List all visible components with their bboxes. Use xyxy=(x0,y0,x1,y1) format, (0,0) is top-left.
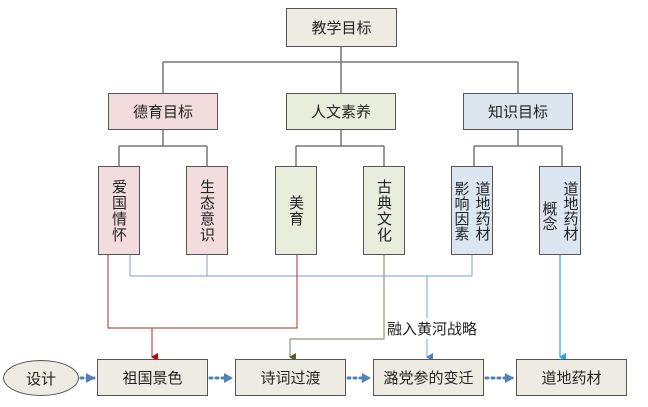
flow-start-label: 设计 xyxy=(25,369,56,388)
subgoal-label-line: 道地药材 xyxy=(561,180,580,241)
subgoal-node-ecology: 生态意识 xyxy=(186,166,228,255)
goal-node-moral: 德育目标 xyxy=(108,93,218,130)
subgoal-label-line: 影响因素 xyxy=(452,180,471,241)
flow-step-codonopsis: 潞党参的变迁 xyxy=(373,359,484,396)
goal-node-humanities: 人文素养 xyxy=(286,93,396,130)
subgoal-label-line: 道地药材 xyxy=(473,180,492,241)
flow-step-poetry: 诗词过渡 xyxy=(235,359,346,396)
goal-node-knowledge: 知识目标 xyxy=(463,93,573,130)
subgoal-node-patriotism: 爱国情怀 xyxy=(98,166,140,255)
subgoal-label: 美育 xyxy=(287,194,305,227)
subgoal-node-herb-concept: 道地药材 概念 xyxy=(539,166,581,255)
flow-step-scenery: 祖国景色 xyxy=(97,359,208,396)
subgoal-node-herb-factors: 道地药材 影响因素 xyxy=(451,166,493,255)
flow-step-label: 诗词过渡 xyxy=(260,369,321,387)
red-link xyxy=(107,255,298,361)
blue-link xyxy=(129,255,473,361)
subgoal-label: 爱国情怀 xyxy=(110,178,128,243)
flow-step-label: 潞党参的变迁 xyxy=(383,369,474,387)
subgoal-label: 古典文化 xyxy=(375,178,393,243)
root-label: 教学目标 xyxy=(311,19,372,37)
flow-step-label: 祖国景色 xyxy=(122,369,183,387)
subgoal-node-classical-culture: 古典文化 xyxy=(363,166,405,255)
green-link xyxy=(289,255,385,361)
flow-step-label: 道地药材 xyxy=(541,369,602,387)
goal-label: 德育目标 xyxy=(132,103,193,121)
flow-step-authentic-herbs: 道地药材 xyxy=(516,359,627,396)
flow-start-design: 设计 xyxy=(3,360,79,396)
root-node-teaching-goals: 教学目标 xyxy=(286,8,397,47)
subgoal-label: 生态意识 xyxy=(198,178,216,243)
tree-connectors xyxy=(118,47,563,166)
annotation-yellow-river-strategy: 融入黄河战略 xyxy=(386,318,479,339)
subgoal-label-line: 概念 xyxy=(540,200,559,231)
goal-label: 知识目标 xyxy=(487,103,548,121)
goal-label: 人文素养 xyxy=(310,103,371,121)
subgoal-node-aesthetics: 美育 xyxy=(275,166,317,255)
